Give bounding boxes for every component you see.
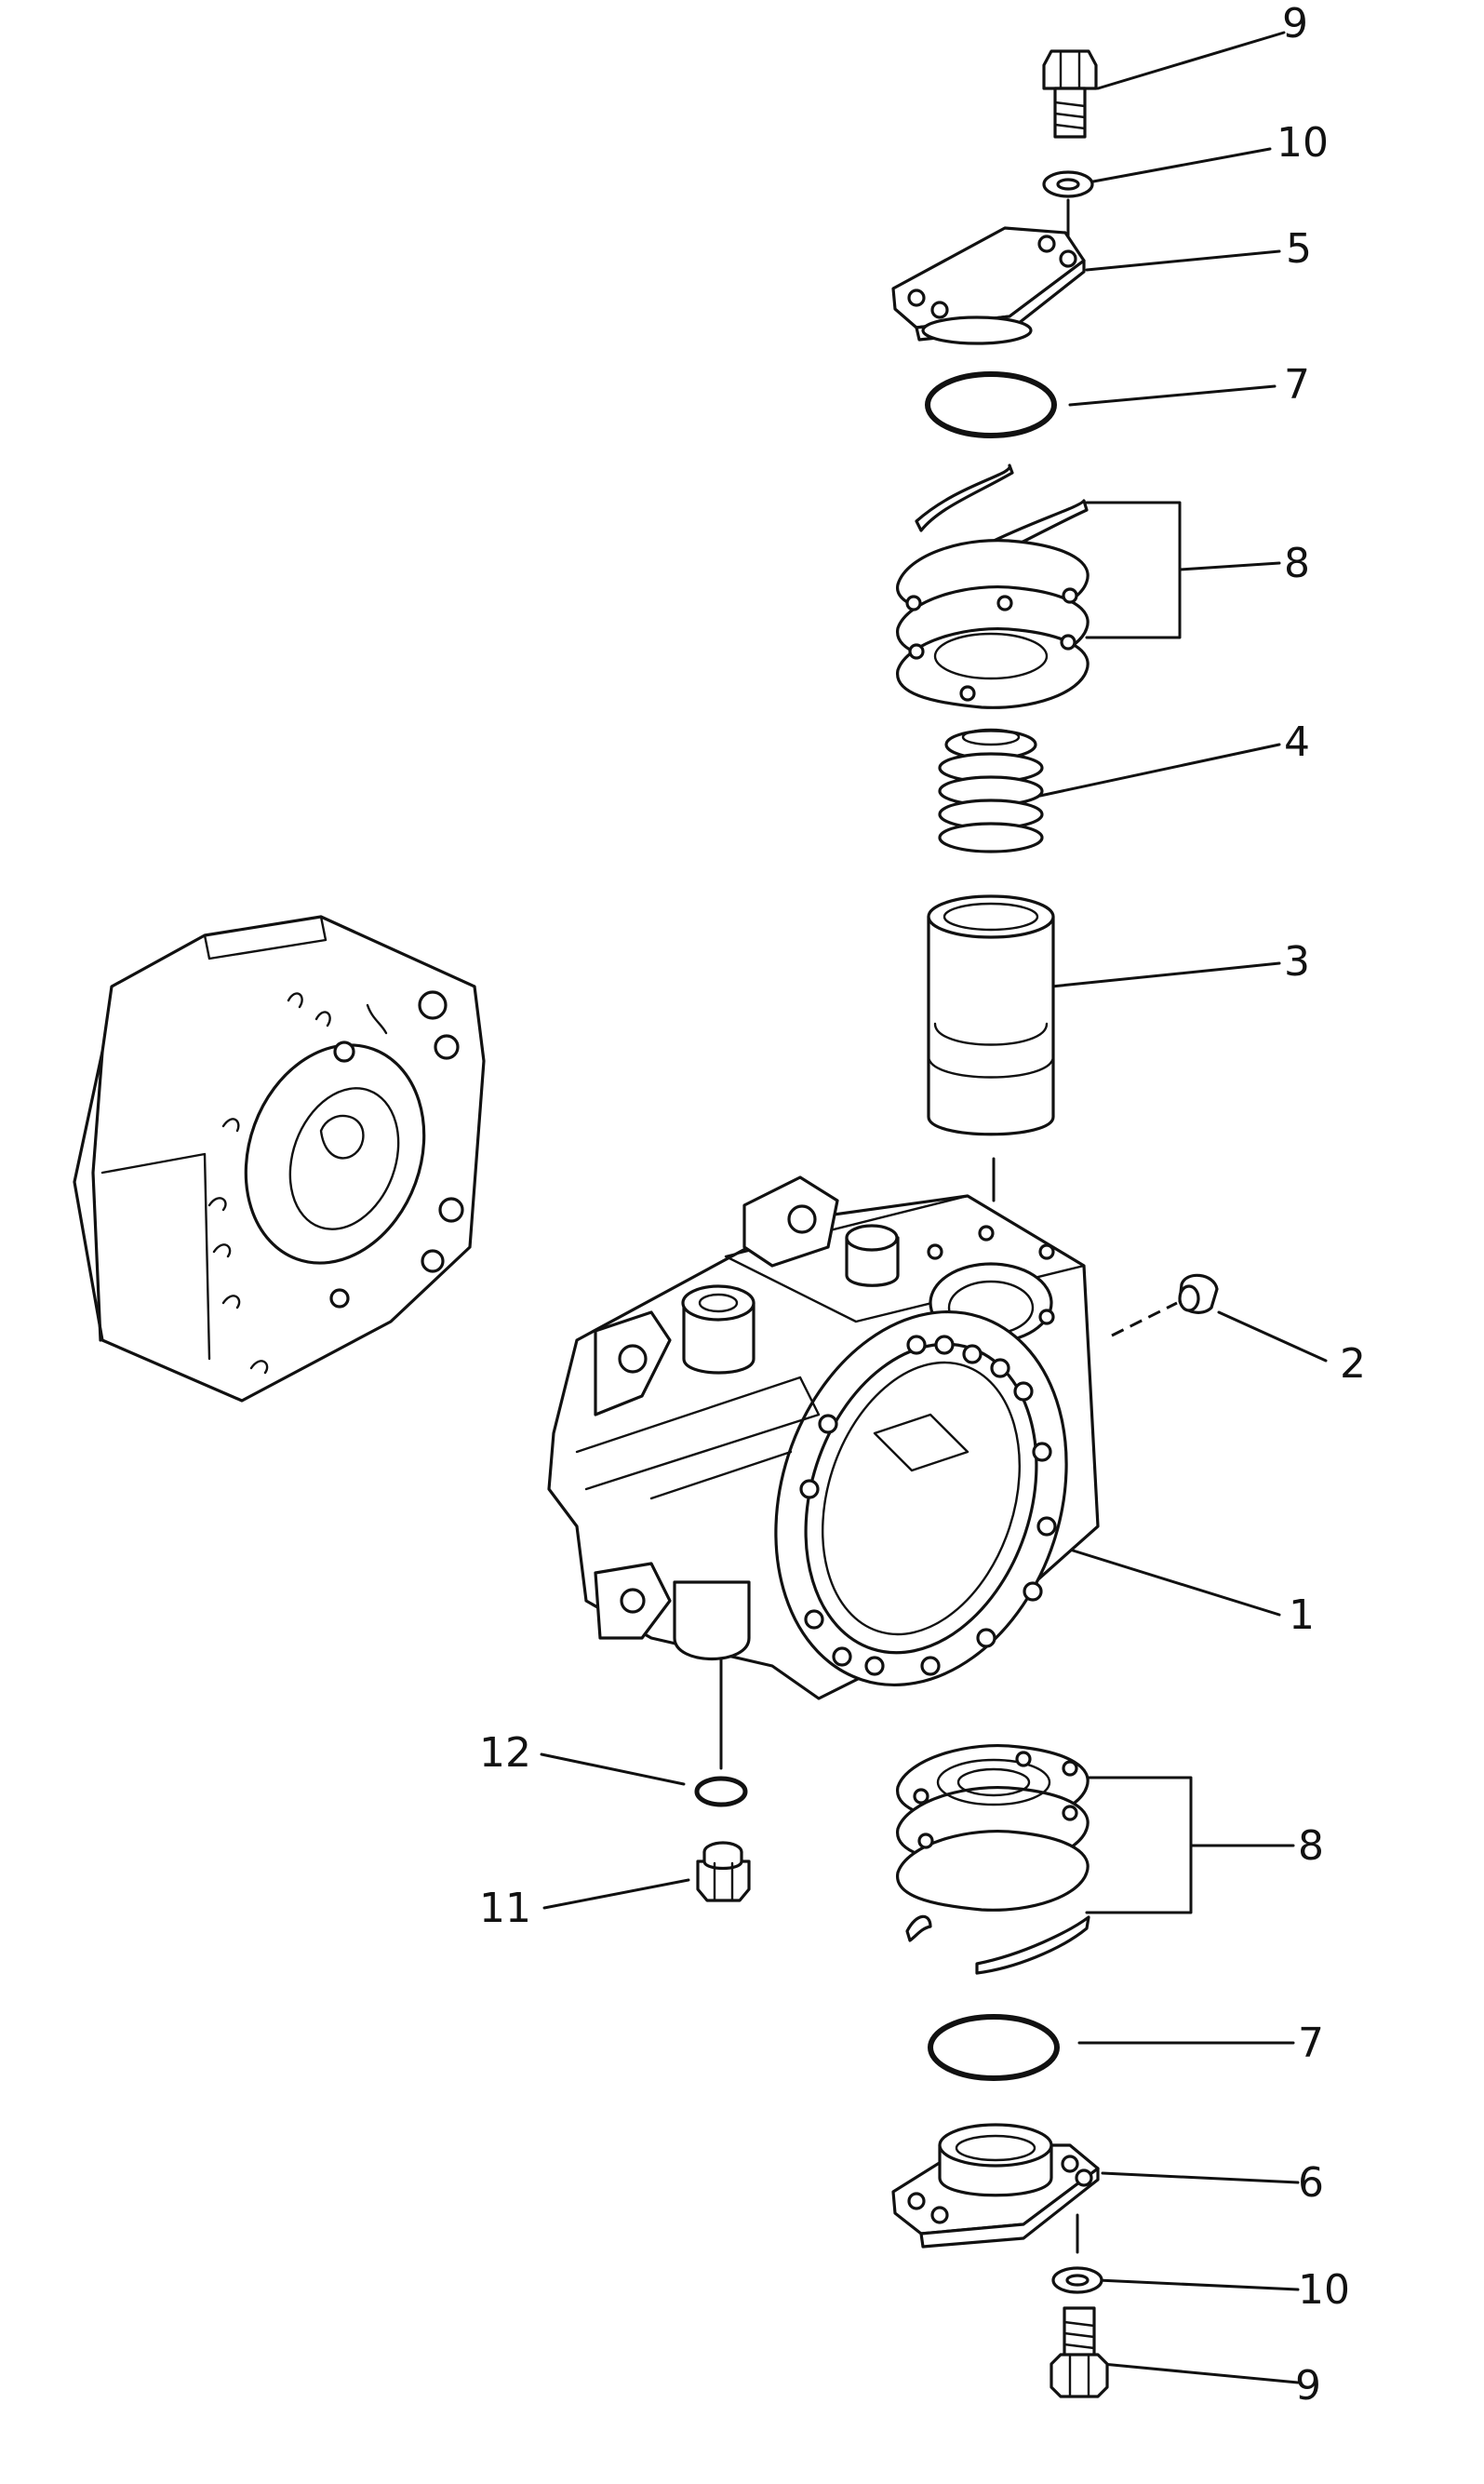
callout-4: 4 [1284, 718, 1310, 766]
adjacent-housing [73, 915, 486, 1403]
callout-9-bottom: 9 [1295, 2362, 1321, 2410]
bolt-bottom [1049, 2306, 1109, 2398]
plug [1178, 1273, 1219, 1314]
callout-2: 2 [1340, 1340, 1366, 1388]
callout-12: 12 [479, 1729, 531, 1777]
callout-10-top: 10 [1277, 119, 1329, 167]
callout-8-bottom: 8 [1298, 1822, 1324, 1870]
callout-10-bottom: 10 [1298, 2266, 1350, 2314]
callout-11: 11 [479, 1885, 531, 1932]
shims-top [896, 463, 1090, 709]
callout-5: 5 [1286, 225, 1312, 273]
sleeve [927, 894, 1055, 1136]
shims-bottom [896, 1744, 1090, 1975]
bolt-top [1042, 49, 1098, 139]
pump-body [547, 1175, 1100, 1700]
callout-1: 1 [1289, 1591, 1315, 1639]
drain-plug [696, 1841, 751, 1902]
cover-plate-bottom [891, 2123, 1100, 2249]
washer-top [1042, 170, 1094, 198]
washer-bottom [1051, 2266, 1103, 2294]
callout-8-top: 8 [1284, 540, 1310, 587]
callout-7-top: 7 [1284, 361, 1310, 409]
oring-top [925, 371, 1057, 438]
callout-9-top: 9 [1282, 0, 1308, 47]
cover-plate-top [891, 226, 1086, 345]
callout-labels: 9 10 5 7 8 4 3 2 1 12 11 8 7 6 10 9 [479, 0, 1366, 2410]
leader-lines [540, 31, 1328, 2384]
spring [938, 728, 1044, 853]
callout-6: 6 [1298, 2159, 1324, 2207]
callout-3: 3 [1284, 938, 1310, 986]
oring-bottom [928, 2014, 1060, 2081]
oring-small [694, 1776, 748, 1807]
callout-7-bottom: 7 [1298, 2020, 1324, 2067]
